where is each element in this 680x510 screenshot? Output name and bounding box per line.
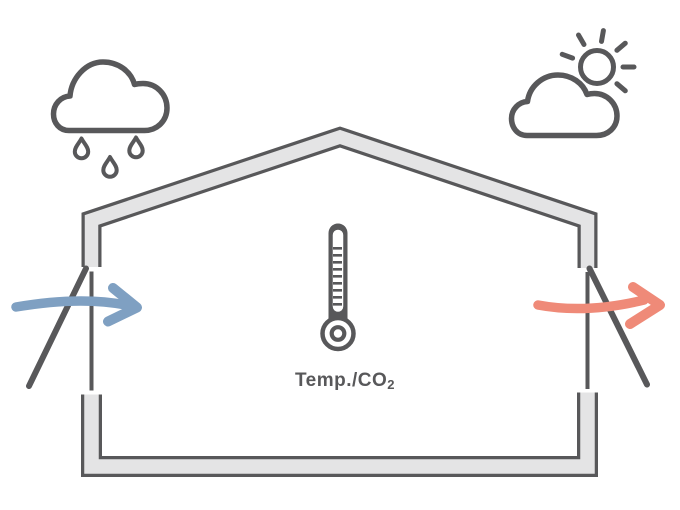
intake-arrow-head	[103, 283, 142, 327]
cloud-outline	[508, 72, 620, 139]
rain-cloud-outline	[50, 59, 170, 134]
floor-walls-fill	[84, 392, 595, 474]
raindrop-icon	[127, 135, 145, 160]
roof-walls-fill	[84, 129, 595, 268]
raindrop-icon	[101, 155, 119, 179]
rain-cloud-icon	[50, 59, 170, 179]
sun-ray	[599, 28, 606, 44]
temp-co2-label-subscript: 2	[387, 377, 395, 392]
sun-disc	[578, 48, 616, 86]
sun-behind-cloud-icon	[508, 28, 637, 139]
right-vent-flap-line	[586, 265, 650, 388]
temp-co2-label-main: Temp./CO	[295, 370, 387, 391]
greenhouse-structure	[81, 126, 598, 477]
raindrop-icon	[72, 136, 91, 161]
sun-ray	[576, 32, 587, 47]
thermometer-icon	[320, 223, 356, 352]
floor-walls-outline	[81, 392, 598, 477]
sun-ray	[614, 81, 628, 94]
right-vent	[585, 265, 650, 389]
intake-arrow-icon	[11, 283, 142, 327]
exhaust-arrow-shaft	[533, 295, 649, 314]
left-vent	[26, 265, 94, 391]
sun-rays	[559, 28, 637, 94]
temp-co2-label: Temp./CO2	[295, 370, 395, 392]
sun-ray	[614, 40, 628, 53]
thermometer-bulb-core	[329, 325, 347, 342]
exhaust-arrow-icon	[533, 282, 665, 329]
left-vent-flap-line	[26, 265, 89, 389]
intake-arrow-shaft	[11, 296, 131, 312]
exhaust-arrow-head	[625, 282, 665, 329]
sun-ray	[559, 51, 576, 61]
